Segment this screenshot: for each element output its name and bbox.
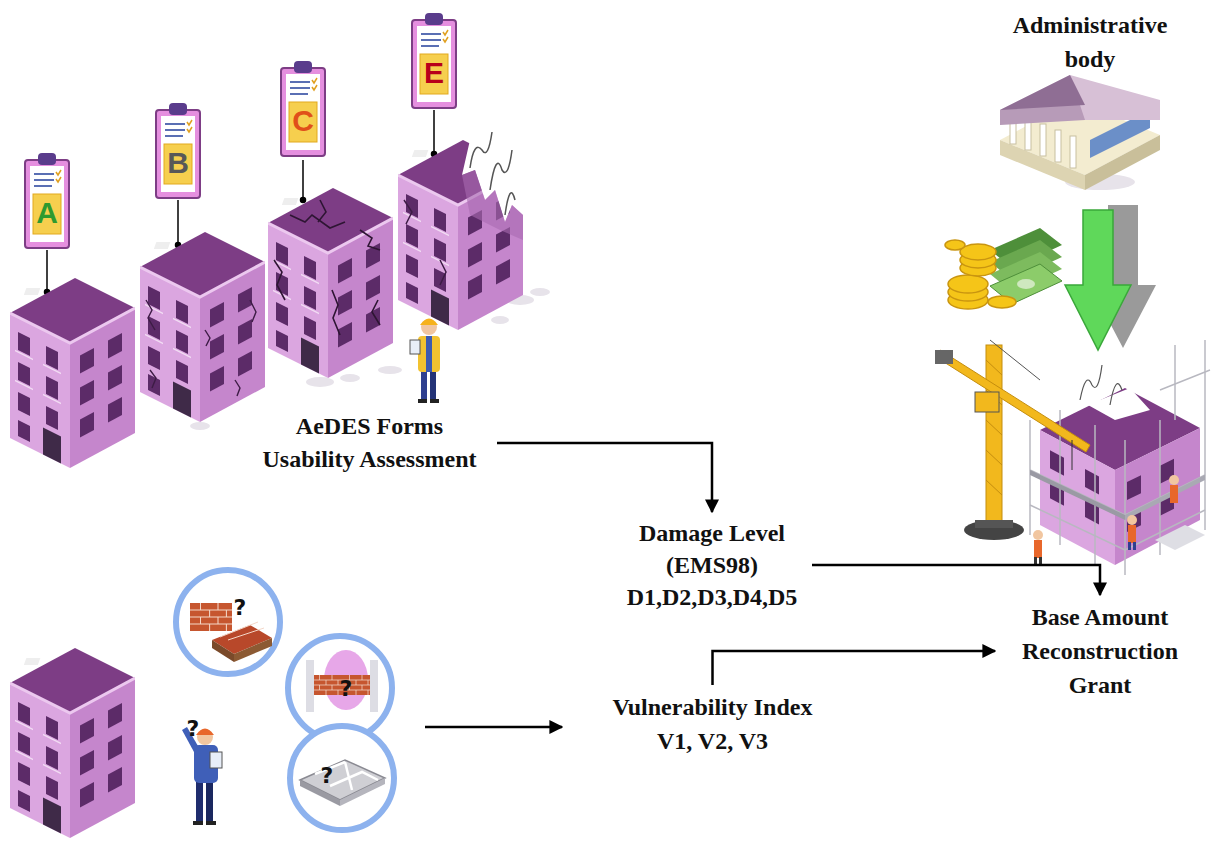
node-heading: AeDES Forms Usability Assessment bbox=[247, 410, 492, 476]
question-mark: ? bbox=[321, 763, 334, 788]
node-values: V1, V2, V3 bbox=[590, 724, 835, 758]
node-heading: Vulnerability Index bbox=[590, 690, 835, 724]
node-heading: Damage Level (EMS98) bbox=[617, 517, 807, 581]
rating-letter: A bbox=[36, 196, 58, 230]
node-values: D1,D2,D3,D4,D5 bbox=[617, 581, 807, 613]
assessment-text: AeDES Forms Usability Assessment bbox=[247, 410, 492, 476]
rating-letter: C bbox=[292, 104, 314, 138]
authority-label: Administrative body bbox=[990, 8, 1190, 76]
node-heading: Base Amount Reconstruction Grant bbox=[1000, 600, 1200, 702]
question-mark: ? bbox=[234, 595, 247, 620]
question-mark: ? bbox=[187, 716, 200, 741]
grant-text: Base Amount Reconstruction Grant bbox=[1000, 600, 1200, 702]
vulnerability-text: Vulnerability IndexV1, V2, V3 bbox=[590, 690, 835, 758]
flow-connector bbox=[812, 565, 1100, 595]
rating-letter: E bbox=[424, 56, 444, 90]
damage-level-text: Damage Level (EMS98)D1,D2,D3,D4,D5 bbox=[617, 517, 807, 613]
rating-letter: B bbox=[167, 146, 189, 180]
flow-connector bbox=[713, 651, 996, 685]
question-mark: ? bbox=[340, 676, 353, 701]
flow-connector bbox=[497, 443, 712, 512]
